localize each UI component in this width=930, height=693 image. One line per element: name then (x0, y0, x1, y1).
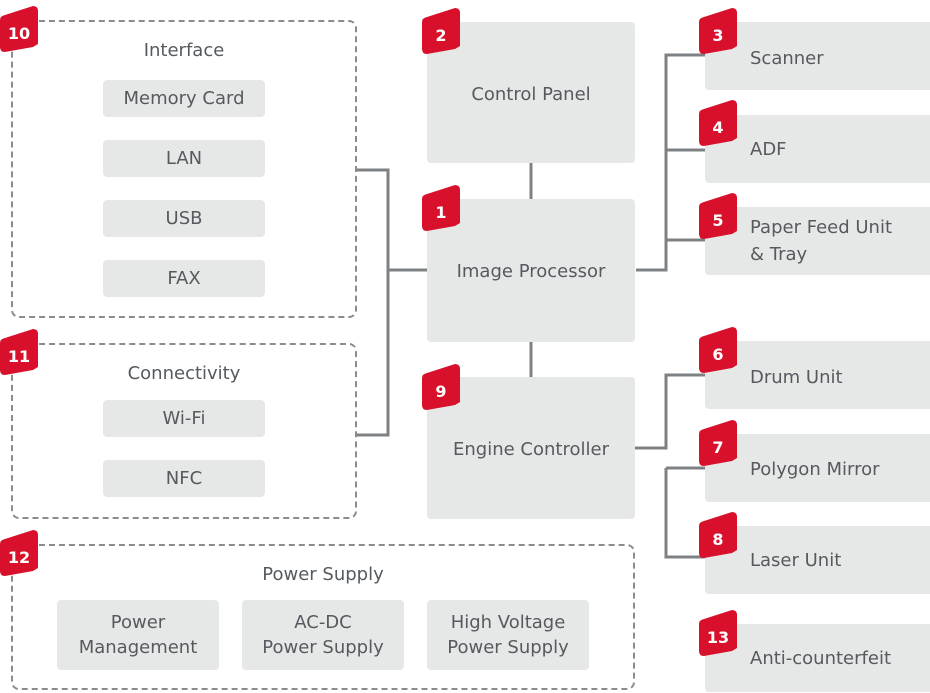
scanner-block: Scanner (705, 22, 930, 90)
interface-title: Interface (143, 40, 225, 61)
power-supply-group: Power Supply (11, 544, 635, 690)
nfc-box: NFC (103, 460, 265, 497)
power-management-box: Power Management (57, 600, 219, 670)
badge-2-number: 2 (435, 26, 447, 45)
badge-9-number: 9 (435, 382, 447, 401)
image-processor-label: Image Processor (456, 261, 606, 282)
high-voltage-line1: High Voltage (450, 612, 566, 633)
laser-unit-block: Laser Unit (705, 526, 930, 594)
wifi-box: Wi-Fi (103, 400, 265, 437)
ac-dc-line1: AC-DC (294, 612, 352, 633)
badge-5: 5 (699, 193, 737, 239)
adf-label: ADF (750, 139, 787, 160)
badge-7: 7 (699, 420, 737, 466)
usb-box: USB (103, 200, 265, 237)
badge-5-number: 5 (712, 211, 724, 230)
badge-1-number: 1 (435, 203, 447, 222)
badge-3-number: 3 (712, 26, 724, 45)
memory-card-box: Memory Card (103, 80, 265, 117)
adf-block: ADF (705, 115, 930, 183)
badge-12: 12 (0, 530, 38, 576)
high-voltage-power-supply-box: High Voltage Power Supply (427, 600, 589, 670)
engine-controller-to-drum-branch (623, 373, 705, 450)
connectivity-title: Connectivity (127, 363, 241, 384)
image-processor-block: Image Processor (427, 199, 635, 342)
paper-feed-block: Paper Feed Unit & Tray (705, 207, 930, 275)
badge-8: 8 (699, 512, 737, 558)
badge-6-number: 6 (712, 345, 724, 364)
image-processor-to-scanner-branch (636, 53, 705, 272)
badge-4-number: 4 (712, 118, 724, 137)
scanner-label: Scanner (750, 48, 824, 69)
ac-dc-line2: Power Supply (262, 637, 384, 658)
drum-unit-block: Drum Unit (705, 341, 930, 409)
badge-9: 9 (422, 364, 460, 410)
connectivity-group: Connectivity (11, 343, 357, 519)
badge-3: 3 (699, 8, 737, 54)
badge-12-number: 12 (7, 548, 31, 567)
power-management-line2: Management (78, 637, 198, 658)
badge-13: 13 (699, 610, 737, 656)
badge-7-number: 7 (712, 438, 724, 457)
laser-unit-branch-line (664, 468, 705, 559)
badge-8-number: 8 (712, 530, 724, 549)
badge-13-number: 13 (706, 628, 730, 647)
fax-box: FAX (103, 260, 265, 297)
badge-11: 11 (0, 329, 38, 375)
badge-11-number: 11 (7, 347, 31, 366)
badge-6: 6 (699, 327, 737, 373)
engine-controller-block: Engine Controller (427, 377, 635, 519)
power-supply-title: Power Supply (262, 564, 384, 585)
ac-dc-power-supply-box: AC-DC Power Supply (242, 600, 404, 670)
paper-feed-label-line2: & Tray (750, 244, 808, 265)
engine-controller-label: Engine Controller (453, 439, 609, 460)
badge-10: 10 (0, 6, 38, 52)
high-voltage-line2: Power Supply (447, 637, 569, 658)
laser-unit-label: Laser Unit (750, 550, 842, 571)
anti-counterfeit-label: Anti-counterfeit (750, 648, 892, 669)
badge-1: 1 (422, 185, 460, 231)
badge-2: 2 (422, 8, 460, 54)
power-management-line1: Power (110, 612, 166, 633)
polygon-mirror-block: Polygon Mirror (705, 434, 930, 502)
paper-feed-label-line1: Paper Feed Unit (750, 217, 893, 238)
badge-10-number: 10 (7, 24, 31, 43)
interface-to-image-processor-line (357, 168, 390, 437)
control-panel-label: Control Panel (471, 84, 591, 105)
lan-box: LAN (103, 140, 265, 177)
anti-counterfeit-block: Anti-counterfeit (705, 624, 930, 692)
control-panel-block: Control Panel (427, 22, 635, 163)
drum-unit-label: Drum Unit (750, 367, 843, 388)
badge-4: 4 (699, 100, 737, 146)
polygon-mirror-label: Polygon Mirror (750, 459, 880, 480)
interface-group: Interface (11, 20, 357, 318)
